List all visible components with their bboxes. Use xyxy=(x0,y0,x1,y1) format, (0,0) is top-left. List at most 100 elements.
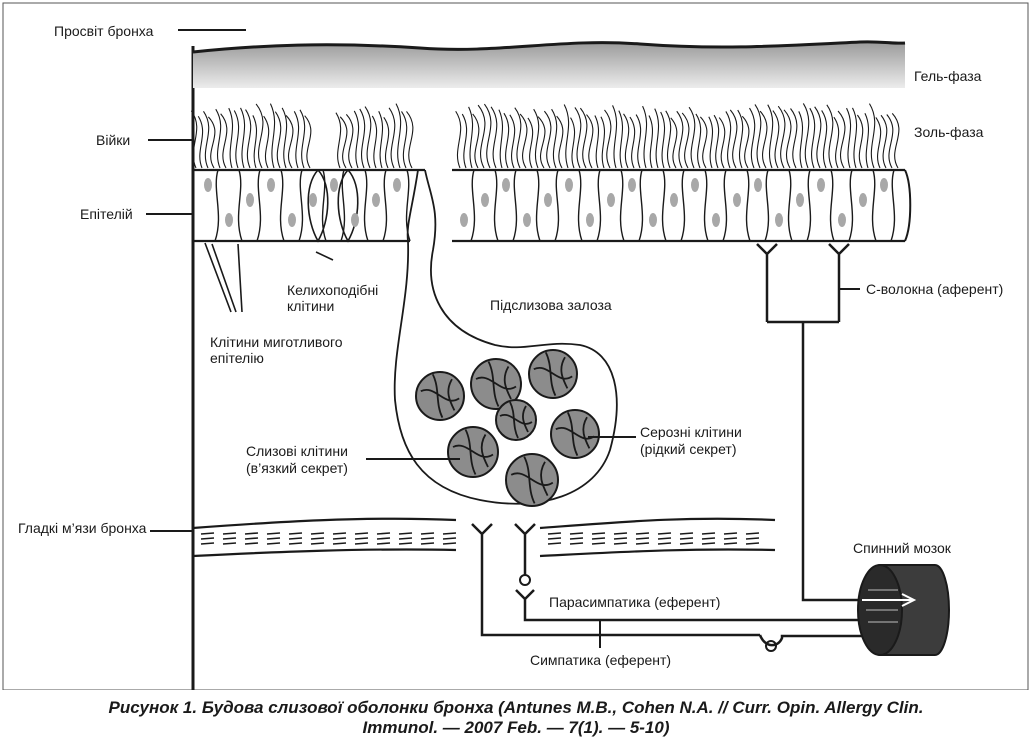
gland-acinus xyxy=(550,409,600,459)
epithelial-cell-border xyxy=(382,169,388,242)
cell-nucleus xyxy=(775,213,783,227)
cilium xyxy=(364,106,372,169)
cell-nucleus xyxy=(586,213,594,227)
muscle-fiber xyxy=(539,517,776,530)
epithelial-cell-border xyxy=(321,169,327,242)
label-serous-cells-line1: Серозні клітини xyxy=(640,424,742,440)
figure-caption-line2: Immunol. — 2007 Feb. — 7(1). — 5-10) xyxy=(362,718,670,737)
label-sol-phase: Золь-фаза xyxy=(914,124,984,140)
epithelial-cell-border xyxy=(363,169,369,242)
epithelial-cell-border xyxy=(680,169,686,242)
cilium xyxy=(537,116,546,169)
cell-nucleus xyxy=(330,178,338,192)
cell-nucleus xyxy=(754,178,762,192)
cilium xyxy=(228,107,234,169)
muscle-strand xyxy=(200,532,457,535)
cilium xyxy=(490,106,498,169)
epithelial-cell-border xyxy=(806,169,812,242)
cilium xyxy=(455,110,462,169)
cilium xyxy=(233,110,240,169)
cilium xyxy=(695,113,702,169)
epithelial-cell-border xyxy=(829,169,835,242)
cilium xyxy=(594,115,599,169)
cell-nucleus xyxy=(481,193,489,207)
submucosal-gland-outline xyxy=(393,169,618,505)
cell-nucleus xyxy=(649,213,657,227)
epithelial-cell-border xyxy=(661,169,667,242)
cilium xyxy=(623,113,630,169)
epithelial-cell-border xyxy=(493,169,499,242)
gland-acinus xyxy=(528,349,578,399)
cell-nucleus xyxy=(204,178,212,192)
cilium xyxy=(875,117,882,169)
muscle-strand xyxy=(547,542,760,545)
epithelial-cell-border xyxy=(535,169,541,242)
diagram-drawing xyxy=(2,2,1029,690)
cilia-group xyxy=(190,103,900,169)
cell-nucleus xyxy=(796,193,804,207)
cilium xyxy=(527,117,534,169)
cilium xyxy=(886,114,894,169)
cilium xyxy=(749,107,756,169)
label-spinal-cord: Спинний мозок xyxy=(853,540,951,556)
cilium xyxy=(814,106,822,169)
cilium xyxy=(798,111,804,169)
label-mucous-cells-line1: Слизові клітини xyxy=(246,443,348,459)
cilium xyxy=(729,109,738,169)
cilium xyxy=(833,116,840,169)
cilium xyxy=(665,110,672,169)
cilium xyxy=(383,116,390,169)
cilium xyxy=(837,110,846,169)
epithelial-cell-border xyxy=(745,169,751,242)
cell-nucleus xyxy=(225,213,233,227)
cilium xyxy=(821,110,828,169)
cilium xyxy=(477,104,486,169)
cilium xyxy=(240,107,246,169)
cilium xyxy=(563,104,570,169)
label-sympathetic: Симпатика (еферент) xyxy=(530,652,672,668)
gel-phase-surface xyxy=(192,40,906,54)
cilium xyxy=(245,109,252,169)
gland-acinus xyxy=(415,371,465,421)
cilium xyxy=(359,108,366,169)
cilium xyxy=(220,113,228,169)
cilium xyxy=(642,105,648,169)
gland-acinus xyxy=(505,453,559,507)
cilium xyxy=(767,104,774,169)
cilium xyxy=(378,111,384,169)
cilium xyxy=(856,114,864,169)
gel-phase-layer xyxy=(193,41,905,88)
cilium xyxy=(737,109,744,169)
cell-nucleus xyxy=(393,178,401,192)
cilium xyxy=(498,109,504,169)
cell-nucleus xyxy=(712,213,720,227)
cilium xyxy=(215,108,222,169)
cilium xyxy=(299,109,306,169)
cilium xyxy=(519,113,528,169)
cilium xyxy=(783,109,792,169)
cilium xyxy=(802,103,810,169)
gland-acini xyxy=(415,349,600,507)
cilium xyxy=(274,111,282,169)
cell-nucleus xyxy=(859,193,867,207)
smooth-muscle-layer xyxy=(192,517,776,558)
epithelial-cell-border xyxy=(256,169,262,242)
cell-nucleus xyxy=(288,213,296,227)
gland-acinus xyxy=(470,358,522,410)
cilium xyxy=(339,116,348,169)
epithelial-cell-border xyxy=(722,169,728,242)
epithelial-cell-border xyxy=(890,169,896,242)
label-mucous-cells-line2: (в’язкий секрет) xyxy=(246,460,348,476)
cilium xyxy=(868,103,876,169)
cilium xyxy=(660,111,666,169)
epithelial-cell-border xyxy=(340,169,346,242)
muscle-strand xyxy=(200,537,457,540)
cilium xyxy=(891,113,900,169)
cilium xyxy=(263,115,270,169)
cilium xyxy=(604,109,612,169)
cilium xyxy=(718,117,726,169)
cilium xyxy=(503,112,510,169)
cell-nucleus xyxy=(670,193,678,207)
figure-caption-line1: Рисунок 1. Будова слизової оболонки брон… xyxy=(108,698,924,717)
cilium xyxy=(612,105,618,169)
